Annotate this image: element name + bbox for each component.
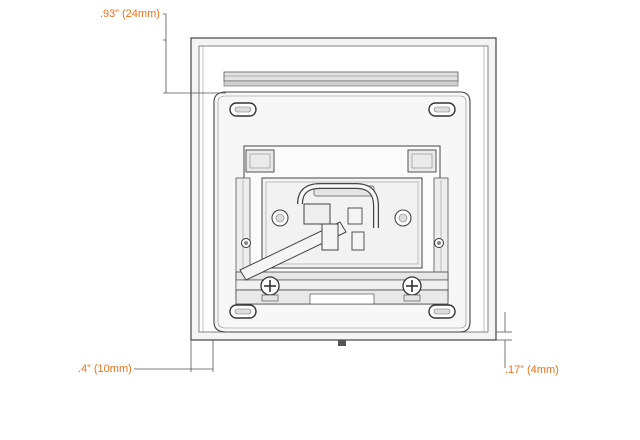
dimension-lines [134,13,512,372]
mounting-slot-icon [229,102,456,319]
phillips-screw-icon [260,276,280,302]
top-lip [223,71,459,87]
dimension-label-right-offset: .17” (4mm) [505,364,559,376]
cable-latch-arm [239,183,379,281]
dimension-label-left-inset: .4” (10mm) [78,363,132,375]
bottom-edge [191,339,496,346]
bottom-rails [235,271,449,305]
dimension-label-top-depth: .93” (24mm) [100,8,160,20]
phillips-screw-icon [402,276,422,302]
